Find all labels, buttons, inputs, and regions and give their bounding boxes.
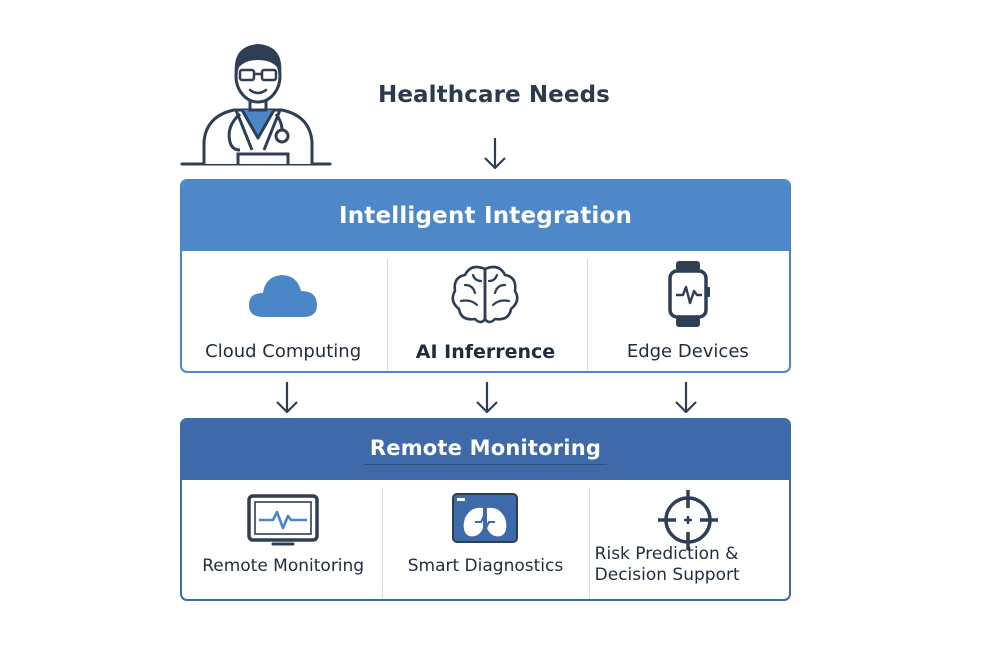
arrow-down-icon (476, 382, 498, 414)
cell-label: Risk Prediction & Decision Support (594, 544, 740, 585)
edge-devices-cell: Edge Devices (587, 251, 789, 371)
page-title: Healthcare Needs (378, 82, 610, 108)
cloud-computing-cell: Cloud Computing (182, 251, 384, 371)
remote-monitoring-cell: Remote Monitoring (182, 480, 384, 599)
divider (382, 488, 383, 599)
smartwatch-icon (668, 261, 710, 327)
remote-monitoring-panel: Remote Monitoring Remote Monitoring (180, 418, 791, 601)
crosshair-target-icon (657, 490, 718, 550)
smart-diagnostics-cell: Smart Diagnostics (384, 480, 586, 599)
doctor-icon (180, 44, 332, 166)
arrow-down-icon (276, 382, 298, 414)
monitor-heartbeat-icon (247, 494, 319, 546)
cloud-icon (249, 275, 318, 317)
cell-label: Smart Diagnostics (407, 556, 564, 576)
cell-label: Edge Devices (626, 341, 749, 362)
panel-title: Remote Monitoring (182, 420, 789, 480)
cell-label: AI Inferrence (415, 341, 556, 363)
brain-icon (451, 265, 520, 324)
divider (589, 488, 590, 599)
arrow-down-icon (675, 382, 697, 414)
diagnostics-lungs-icon (452, 493, 519, 543)
cell-label: Cloud Computing (205, 341, 362, 362)
divider (587, 259, 588, 371)
cell-label: Remote Monitoring (202, 556, 365, 576)
arrow-down-icon (484, 138, 506, 170)
divider (387, 259, 388, 371)
panel-title-text: Remote Monitoring (363, 436, 608, 465)
panel-title: Intelligent Integration (182, 181, 789, 251)
ai-inference-cell: AI Inferrence (384, 251, 586, 371)
intelligent-integration-panel: Intelligent Integration Cloud Computing … (180, 179, 791, 373)
risk-prediction-cell: Risk Prediction & Decision Support (587, 480, 789, 599)
